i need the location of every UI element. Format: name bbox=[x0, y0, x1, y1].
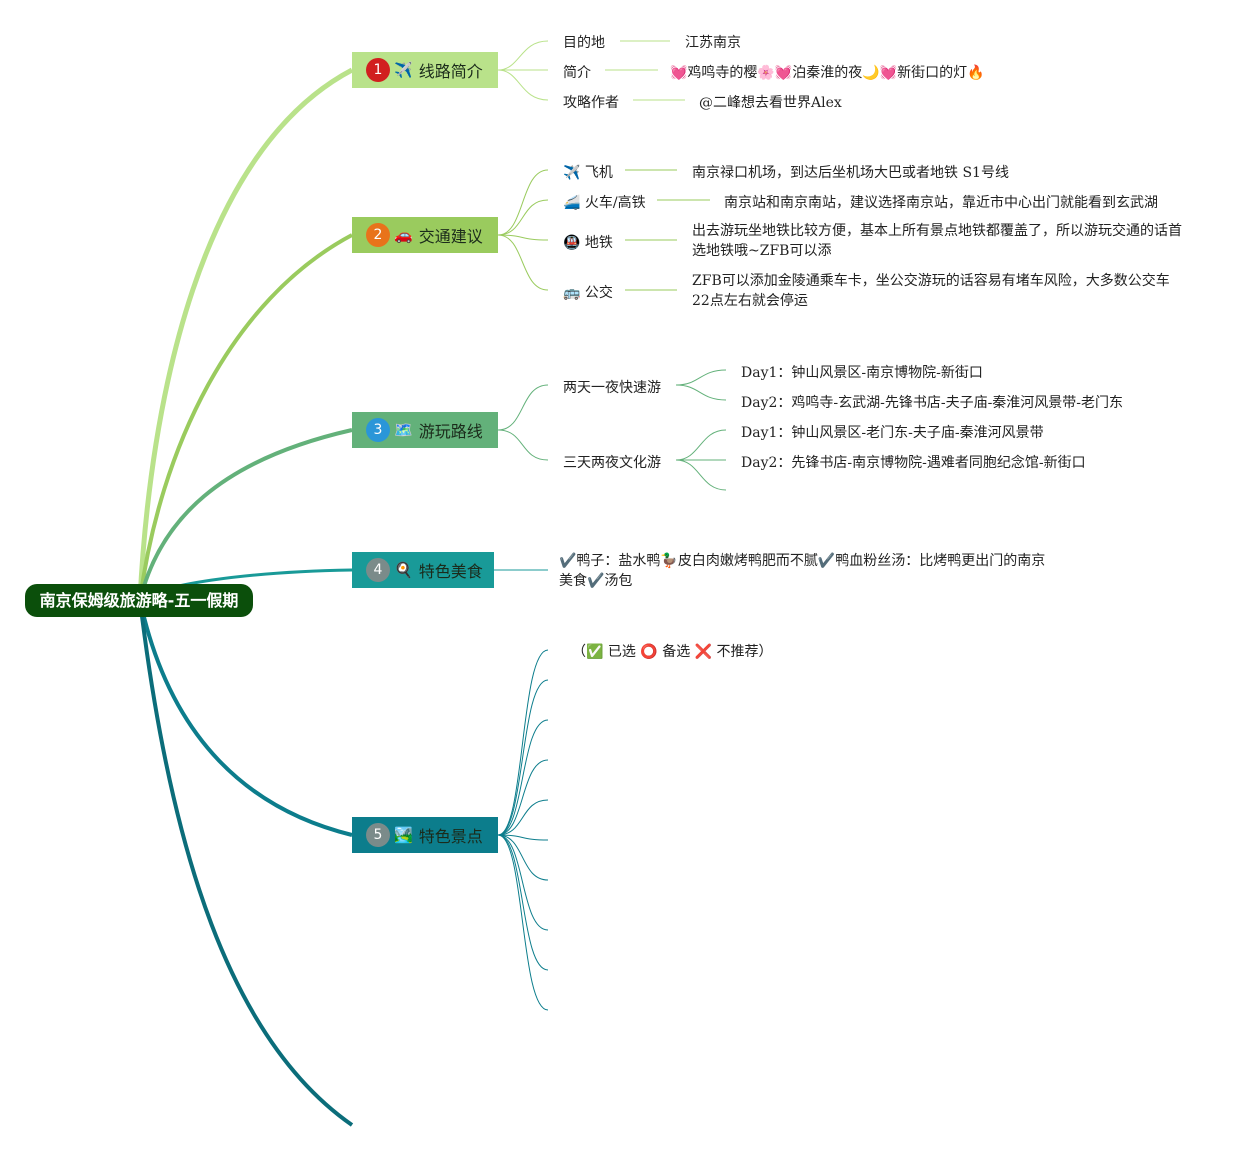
sights-legend[interactable]: （✅ 已选 ⭕ 备选 ❌ 不推荐） bbox=[572, 644, 773, 660]
number-badge: 5 bbox=[366, 823, 390, 847]
topic-label: 特色景点 bbox=[418, 827, 483, 846]
route-two-day-day2[interactable]: Day2：鸡鸣寺-玄武湖-先锋书店-夫子庙-秦淮河风景带-老门东 bbox=[741, 395, 1124, 411]
route-three-day-day2[interactable]: Day2：先锋书店-南京博物院-遇难者同胞纪念馆-新街口 bbox=[741, 455, 1086, 471]
transport-value-train[interactable]: 南京站和南京南站，建议选择南京站，靠近市中心出门就能看到玄武湖 bbox=[724, 195, 1158, 211]
topic-label: 线路简介 bbox=[418, 62, 483, 81]
topic-food[interactable]: 4 🍳 特色美食 bbox=[352, 552, 494, 588]
root-node[interactable]: 南京保姆级旅游略-五一假期 bbox=[25, 584, 253, 617]
intro-value-destination[interactable]: 江苏南京 bbox=[685, 35, 741, 51]
landscape-icon: 🏞️ bbox=[394, 826, 413, 844]
intro-value-author[interactable]: @二峰想去看世界Alex bbox=[699, 95, 842, 111]
map-icon: 🗺️ bbox=[394, 421, 413, 439]
route-three-day[interactable]: 三天两夜文化游 bbox=[563, 455, 661, 471]
route-two-day-day1[interactable]: Day1：钟山风景区-南京博物院-新街口 bbox=[741, 365, 983, 381]
transport-value-bus[interactable]: ZFB可以添加金陵通乘车卡，坐公交游玩的话容易有堵车风险，大多数公交车22点左右… bbox=[692, 273, 1170, 309]
frying-pan-icon: 🍳 bbox=[394, 561, 413, 579]
transport-value-metro[interactable]: 出去游玩坐地铁比较方便，基本上所有景点地铁都覆盖了，所以游玩交通的话首选地铁哦~… bbox=[692, 223, 1182, 259]
number-badge: 1 bbox=[366, 58, 390, 82]
topic-sights[interactable]: 5 🏞️ 特色景点 bbox=[352, 817, 498, 853]
route-two-day[interactable]: 两天一夜快速游 bbox=[563, 380, 661, 396]
transport-value-plane[interactable]: 南京禄口机场，到达后坐机场大巴或者地铁 S1号线 bbox=[692, 165, 1009, 181]
topic-label: 交通建议 bbox=[418, 227, 483, 246]
airplane-icon: ✈️ bbox=[394, 61, 413, 79]
car-icon: 🚗 bbox=[394, 226, 413, 244]
intro-value-summary[interactable]: 💓鸡鸣寺的樱🌸💓泊秦淮的夜🌙💓新街口的灯🔥 bbox=[670, 65, 985, 81]
topic-label: 游玩路线 bbox=[418, 422, 483, 441]
topic-route-intro[interactable]: 1 ✈️ 线路简介 bbox=[352, 52, 498, 88]
intro-key-destination[interactable]: 目的地 bbox=[563, 35, 605, 51]
number-badge: 3 bbox=[366, 418, 390, 442]
intro-key-author[interactable]: 攻略作者 bbox=[563, 95, 619, 111]
route-three-day-day1[interactable]: Day1：钟山风景区-老门东-夫子庙-秦淮河风景带 bbox=[741, 425, 1044, 441]
intro-key-summary[interactable]: 简介 bbox=[563, 65, 591, 81]
number-badge: 4 bbox=[366, 558, 390, 582]
food-description[interactable]: ✔️鸭子：盐水鸭🦆皮白肉嫩烤鸭肥而不腻✔️鸭血粉丝汤：比烤鸭更出门的南京美食✔️… bbox=[559, 553, 1046, 589]
topic-transport[interactable]: 2 🚗 交通建议 bbox=[352, 217, 498, 253]
transport-key-train[interactable]: 🚄 火车/高铁 bbox=[563, 195, 646, 211]
number-badge: 2 bbox=[366, 223, 390, 247]
topic-label: 特色美食 bbox=[418, 562, 483, 581]
transport-key-plane[interactable]: ✈️ 飞机 bbox=[563, 165, 613, 181]
transport-key-bus[interactable]: 🚌 公交 bbox=[563, 285, 613, 301]
transport-key-metro[interactable]: 🚇 地铁 bbox=[563, 235, 613, 251]
topic-itinerary[interactable]: 3 🗺️ 游玩路线 bbox=[352, 412, 498, 448]
